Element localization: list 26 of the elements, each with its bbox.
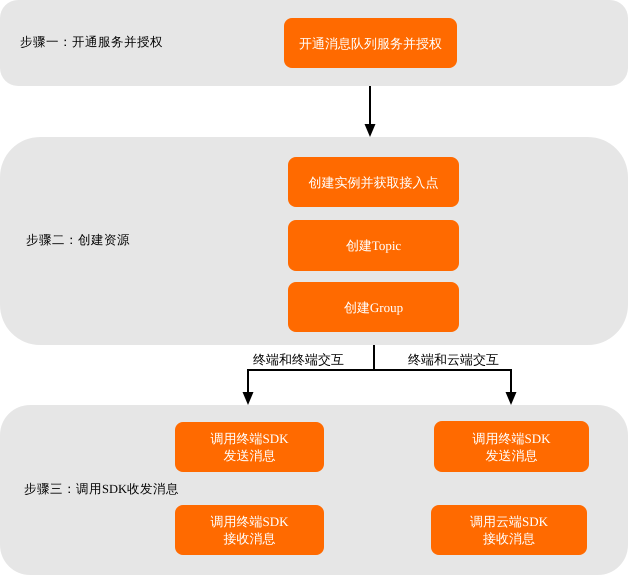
process-box xyxy=(288,282,459,332)
step-panel xyxy=(0,137,628,345)
node-label: 调用终端SDK发送消息 xyxy=(471,430,552,464)
process-box xyxy=(175,422,324,472)
process-box xyxy=(288,220,459,271)
arrow xyxy=(364,86,376,137)
step-label: 步骤三：调用SDK收发消息 xyxy=(24,481,180,497)
process-box xyxy=(431,505,587,555)
node-label: 开通消息队列服务并授权 xyxy=(299,34,442,52)
process-box xyxy=(288,157,459,207)
step-panel xyxy=(0,405,628,575)
edge-label: 终端和终端交互 xyxy=(252,352,345,368)
process-box xyxy=(175,505,324,555)
process-box xyxy=(434,421,589,472)
step-label: 步骤二：创建资源 xyxy=(26,232,130,248)
step-label: 步骤一：开通服务并授权 xyxy=(20,34,163,50)
edge-label: 终端和云端交互 xyxy=(407,352,500,368)
step-panel xyxy=(0,0,628,86)
node-label: 创建Topic xyxy=(346,237,402,254)
process-box xyxy=(284,18,457,68)
node-label: 调用终端SDK接收消息 xyxy=(209,513,290,547)
arrow xyxy=(373,345,516,405)
node-label: 调用云端SDK接收消息 xyxy=(468,513,549,547)
node-label: 创建实例并获取接入点 xyxy=(308,174,438,190)
node-label: 调用终端SDK发送消息 xyxy=(209,430,290,464)
node-label: 创建Group xyxy=(344,298,404,316)
